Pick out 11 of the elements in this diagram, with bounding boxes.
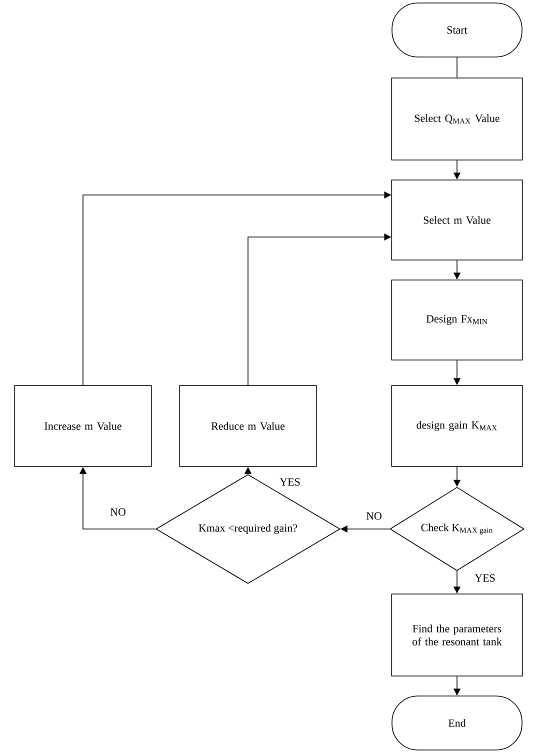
process-box: Select m Value	[391, 180, 523, 260]
process-box: Find the parameters of the resonant tank	[391, 594, 523, 676]
edge-label: YES	[278, 477, 302, 487]
edge-label: YES	[474, 573, 496, 583]
process-box: Design Fx$_{MIN}$	[391, 280, 523, 360]
process-box: design gain K$_{MAX}$	[391, 385, 523, 467]
process-box: Reduce m Value	[179, 385, 317, 467]
edge-label: NO	[109, 507, 127, 517]
process-box: Increase m Value	[14, 385, 152, 467]
process-box: Select Q$_{MAX}$ Value	[391, 78, 523, 160]
edge-label: NO	[365, 511, 383, 521]
